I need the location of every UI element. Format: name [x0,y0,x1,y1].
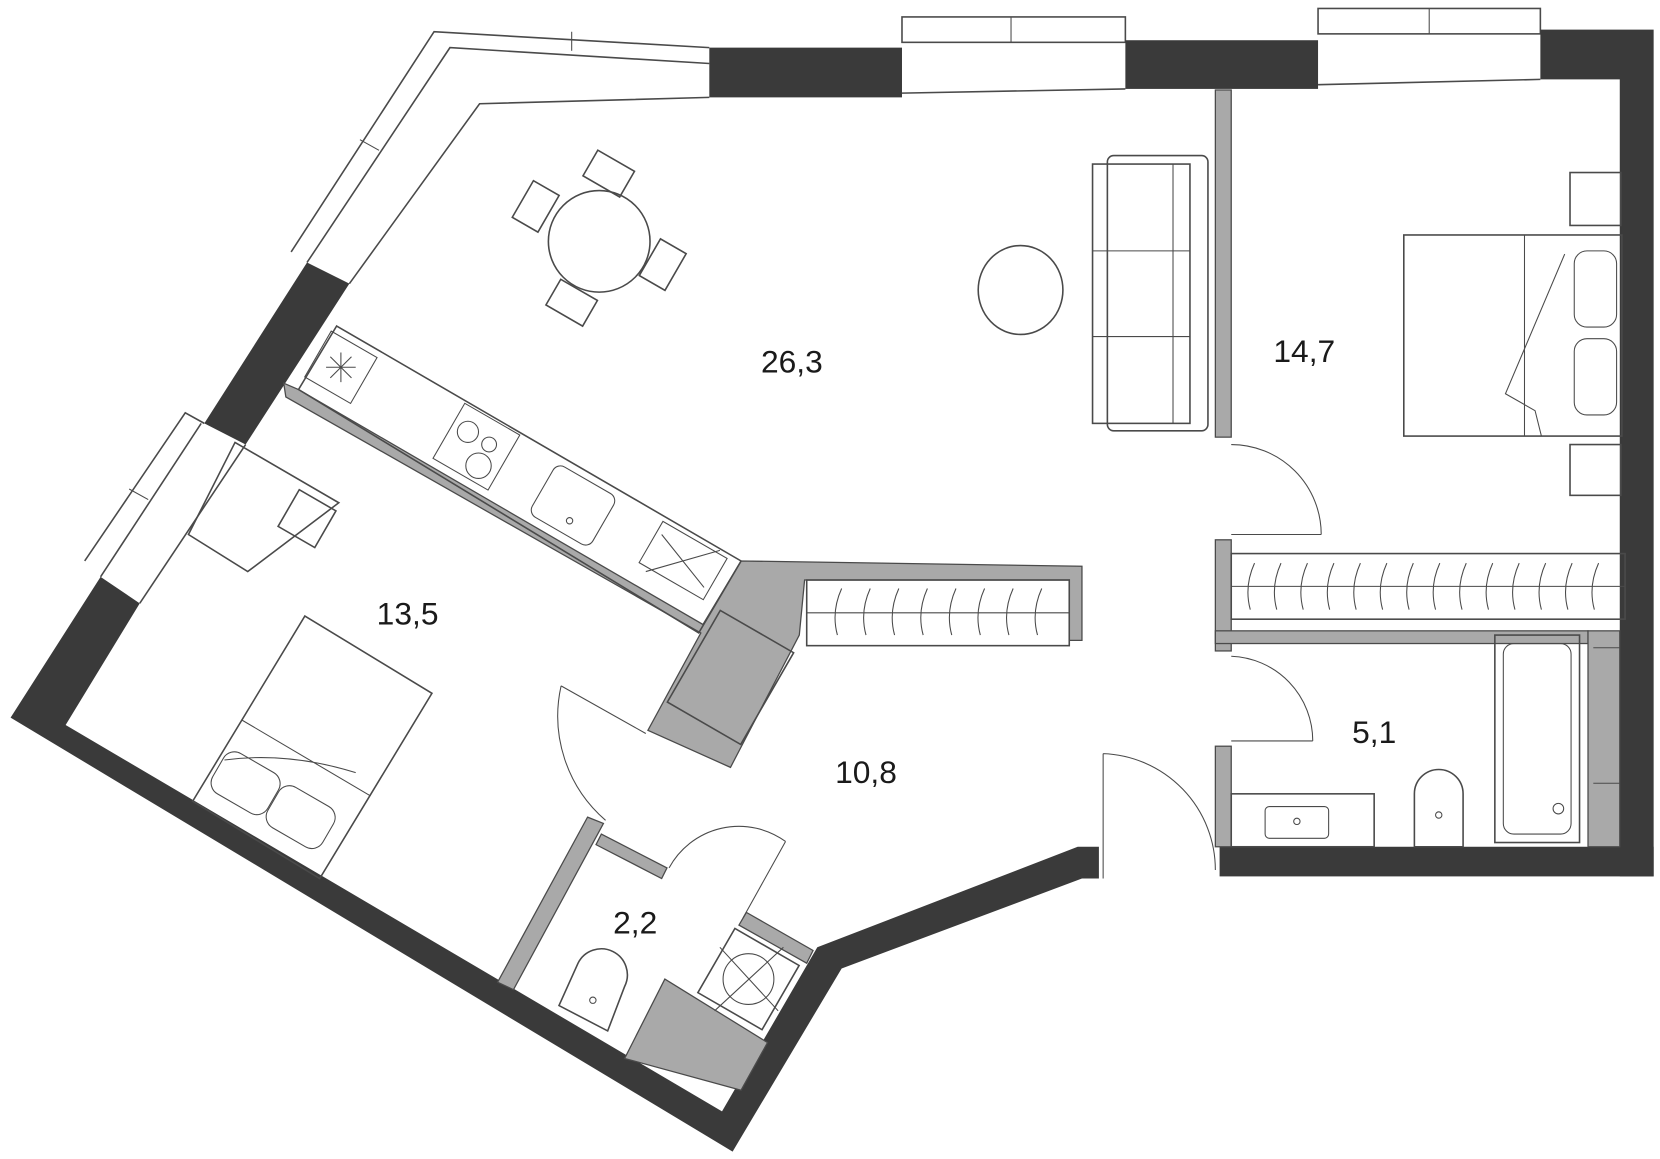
area-bathroom: 5,1 [1352,714,1396,750]
kitchen-counter [297,324,743,635]
double-bed-2 [191,614,434,880]
wardrobe-bedroom-1 [1230,552,1626,620]
windows [84,7,1542,604]
area-wc: 2,2 [613,905,657,941]
sofa [1091,154,1209,432]
exterior-walls [10,29,1654,1152]
area-bedroom-1: 14,7 [1273,333,1335,369]
coffee-table [977,244,1064,336]
bathroom-fixtures [1230,634,1620,848]
desk [187,441,341,573]
room-labels: 26,3 14,7 13,5 10,8 5,1 2,2 [377,333,1397,941]
entrance-door[interactable] [1102,753,1216,879]
wardrobe-hall [805,579,1071,647]
partitions [282,89,1621,1091]
dining-table [511,149,688,328]
door-bedroom-1[interactable] [1231,444,1322,536]
area-living-kitchen: 26,3 [761,344,823,380]
double-bed [1403,171,1623,497]
wc-fixtures [557,927,801,1033]
fridge [666,609,795,746]
door-bedroom-2[interactable] [557,685,647,821]
area-hallway: 10,8 [835,754,897,790]
area-bedroom-2: 13,5 [377,595,439,631]
door-wc[interactable] [668,825,786,918]
